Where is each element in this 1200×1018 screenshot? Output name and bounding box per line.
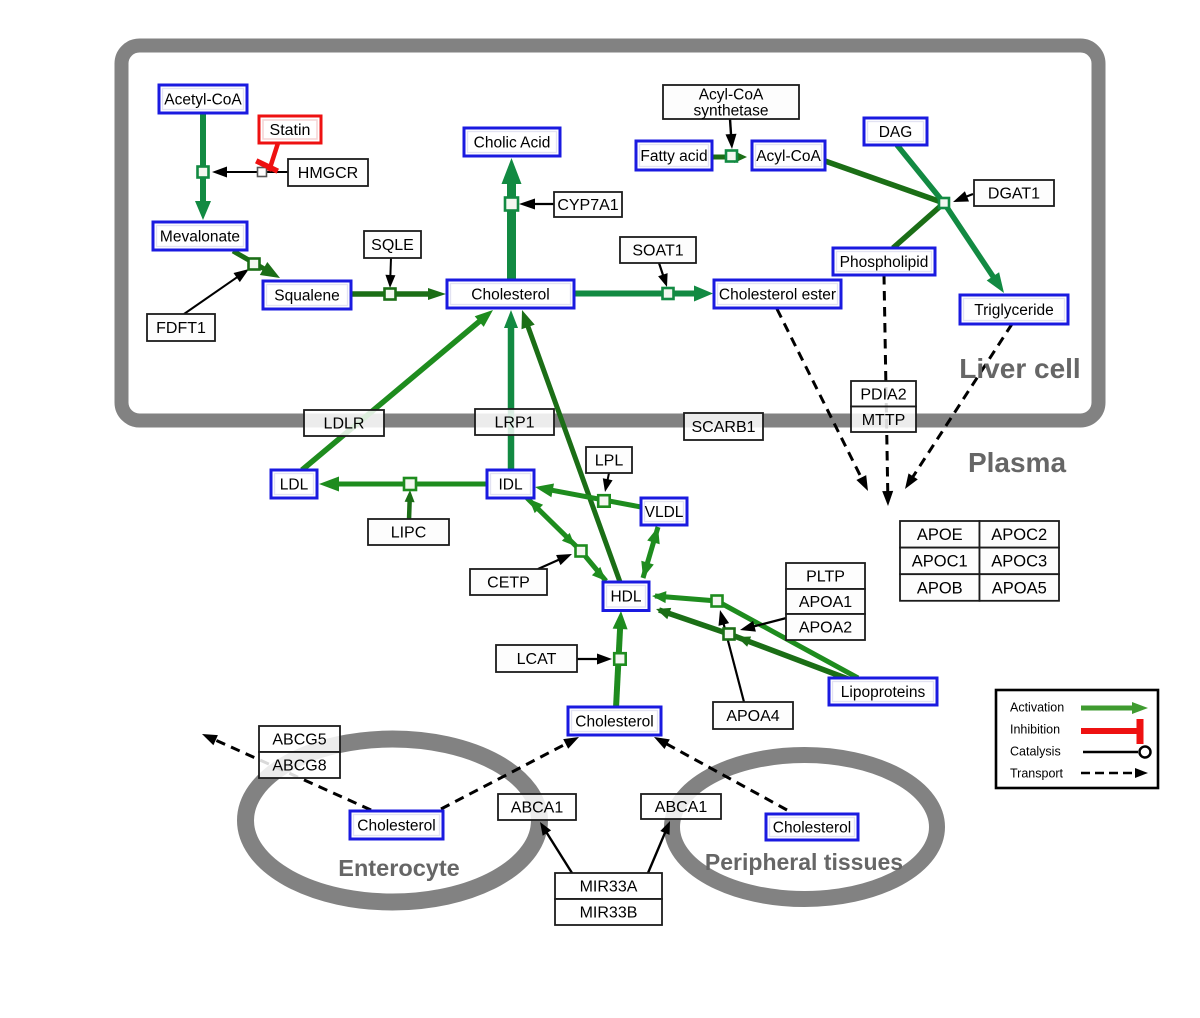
svg-text:APOC2: APOC2 bbox=[991, 526, 1047, 544]
svg-text:CETP: CETP bbox=[487, 575, 530, 592]
svg-text:MTTP: MTTP bbox=[862, 412, 906, 429]
svg-text:Cholesterol: Cholesterol bbox=[575, 713, 653, 730]
svg-text:Statin: Statin bbox=[270, 122, 311, 139]
svg-text:Enterocyte: Enterocyte bbox=[338, 855, 459, 881]
svg-text:SQLE: SQLE bbox=[371, 237, 414, 254]
svg-text:LCAT: LCAT bbox=[517, 651, 557, 668]
svg-text:Cholesterol: Cholesterol bbox=[773, 819, 851, 836]
svg-text:synthetase: synthetase bbox=[694, 102, 769, 119]
svg-text:SOAT1: SOAT1 bbox=[632, 243, 683, 260]
svg-text:PLTP: PLTP bbox=[806, 569, 845, 586]
svg-text:HMGCR: HMGCR bbox=[298, 165, 358, 182]
svg-text:Liver cell: Liver cell bbox=[959, 353, 1080, 384]
svg-text:MIR33A: MIR33A bbox=[580, 879, 638, 896]
svg-text:IDL: IDL bbox=[498, 476, 523, 493]
svg-text:APOE: APOE bbox=[917, 526, 963, 544]
svg-text:Peripheral tissues: Peripheral tissues bbox=[705, 849, 903, 875]
svg-text:Catalysis: Catalysis bbox=[1010, 745, 1061, 759]
svg-text:CYP7A1: CYP7A1 bbox=[557, 197, 618, 214]
svg-text:APOA4: APOA4 bbox=[726, 708, 779, 725]
svg-text:Acetyl-CoA: Acetyl-CoA bbox=[164, 91, 242, 108]
svg-text:Squalene: Squalene bbox=[274, 287, 340, 304]
svg-text:Acyl-CoA: Acyl-CoA bbox=[699, 87, 764, 104]
svg-text:Triglyceride: Triglyceride bbox=[974, 302, 1054, 319]
svg-text:LPL: LPL bbox=[595, 453, 624, 470]
svg-text:PDIA2: PDIA2 bbox=[860, 386, 906, 403]
svg-text:APOA5: APOA5 bbox=[992, 579, 1047, 597]
svg-text:Fatty acid: Fatty acid bbox=[640, 148, 707, 165]
svg-text:LDL: LDL bbox=[280, 476, 309, 493]
svg-text:Mevalonate: Mevalonate bbox=[160, 228, 240, 245]
svg-text:ABCA1: ABCA1 bbox=[511, 800, 564, 817]
svg-text:Plasma: Plasma bbox=[968, 447, 1066, 478]
svg-text:LRP1: LRP1 bbox=[494, 415, 534, 432]
svg-text:VLDL: VLDL bbox=[645, 504, 684, 521]
svg-text:Cholic Acid: Cholic Acid bbox=[474, 134, 551, 151]
svg-text:APOC1: APOC1 bbox=[912, 553, 968, 571]
svg-text:Transport: Transport bbox=[1010, 767, 1064, 781]
svg-text:Acyl-CoA: Acyl-CoA bbox=[756, 148, 821, 165]
svg-text:LIPC: LIPC bbox=[391, 525, 427, 542]
svg-text:ABCG8: ABCG8 bbox=[272, 758, 326, 775]
svg-text:APOA2: APOA2 bbox=[799, 620, 852, 637]
svg-text:APOC3: APOC3 bbox=[991, 553, 1047, 571]
svg-text:Cholesterol: Cholesterol bbox=[357, 817, 435, 834]
svg-text:FDFT1: FDFT1 bbox=[156, 320, 206, 337]
svg-text:Inhibition: Inhibition bbox=[1010, 723, 1060, 737]
svg-text:Activation: Activation bbox=[1010, 701, 1064, 715]
svg-text:Cholesterol ester: Cholesterol ester bbox=[719, 286, 836, 303]
svg-text:APOB: APOB bbox=[917, 579, 963, 597]
svg-text:Lipoproteins: Lipoproteins bbox=[841, 684, 926, 701]
svg-text:SCARB1: SCARB1 bbox=[691, 419, 755, 436]
svg-text:ABCG5: ABCG5 bbox=[272, 732, 326, 749]
svg-text:ABCA1: ABCA1 bbox=[655, 799, 708, 816]
svg-text:APOA1: APOA1 bbox=[799, 594, 852, 611]
svg-text:DAG: DAG bbox=[879, 124, 913, 141]
svg-text:LDLR: LDLR bbox=[324, 416, 365, 433]
svg-text:DGAT1: DGAT1 bbox=[988, 186, 1040, 203]
svg-text:Cholesterol: Cholesterol bbox=[471, 286, 549, 303]
svg-text:Phospholipid: Phospholipid bbox=[840, 254, 929, 271]
svg-text:MIR33B: MIR33B bbox=[580, 905, 638, 922]
svg-text:HDL: HDL bbox=[610, 589, 641, 606]
